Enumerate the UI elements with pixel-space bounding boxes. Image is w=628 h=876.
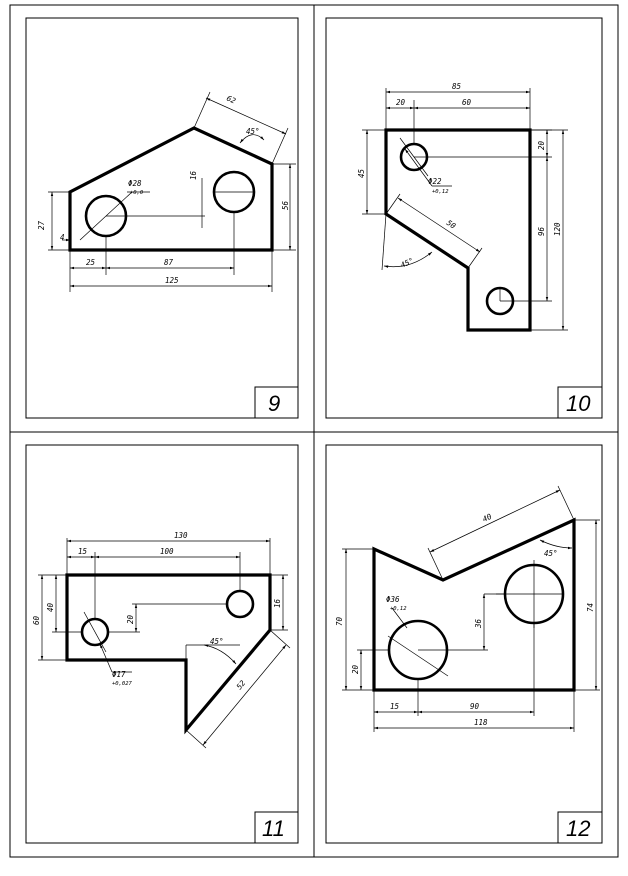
panel-11-dim-52: 52 bbox=[235, 678, 248, 691]
panel-12-number-box bbox=[557, 811, 603, 844]
panel-10-number: 10 bbox=[566, 391, 591, 416]
panel-9-part-outline bbox=[68, 126, 274, 252]
panel-11-dim-15: 15 bbox=[78, 547, 88, 556]
panel-9-dim-slant: 62 bbox=[225, 94, 237, 106]
panel-10-dim-hole-tol: +0,12 bbox=[432, 189, 449, 195]
panel-9-dim-hole-dia: Φ28 bbox=[128, 179, 142, 188]
panel-11: 11 bbox=[25, 444, 299, 844]
panel-11-frame bbox=[25, 444, 299, 844]
panel-11-dim-60: 60 bbox=[32, 615, 41, 625]
panel-11-dim-angle: 45° bbox=[210, 637, 224, 646]
panel-12-dim-angle: 45° bbox=[544, 549, 558, 558]
panel-11-dim-20: 20 bbox=[126, 614, 135, 624]
panel-10-dim-hole-dia: Φ22 bbox=[428, 177, 442, 186]
panel-11-number-box bbox=[254, 811, 299, 844]
panel-10-dim-96: 96 bbox=[537, 226, 546, 236]
panel-11-dim-40: 40 bbox=[46, 602, 55, 612]
panel-11-dim-100: 100 bbox=[160, 547, 174, 556]
panel-10-dimension-lines bbox=[362, 88, 568, 331]
panel-9-dim-angle: 45° bbox=[246, 127, 260, 136]
panel-10-part-outline bbox=[384, 128, 532, 332]
panel-11-dim-overall: 130 bbox=[174, 531, 188, 540]
panel-10-dim-60: 60 bbox=[462, 98, 472, 107]
panel-10-frame bbox=[325, 17, 603, 419]
panel-11-dim-16: 16 bbox=[273, 598, 282, 608]
panel-11-part-outline bbox=[65, 573, 272, 735]
panel-12: 12 bbox=[325, 444, 603, 844]
panel-12-dim-70: 70 bbox=[335, 616, 344, 626]
panel-10-dim-120: 120 bbox=[553, 222, 562, 236]
panel-12-dim-20: 20 bbox=[351, 664, 360, 674]
panel-9-dim-overall: 125 bbox=[165, 276, 179, 285]
panel-9-number-box bbox=[254, 386, 299, 419]
panel-9-dim-56: 56 bbox=[281, 200, 290, 210]
panel-12-dim-36: 36 bbox=[474, 618, 483, 629]
panel-10: 10 bbox=[325, 17, 603, 419]
panel-12-part-outline bbox=[372, 517, 576, 692]
panel-11-number: 11 bbox=[262, 816, 285, 841]
panel-9-dim-87: 87 bbox=[164, 258, 174, 267]
panel-11-hole-right bbox=[225, 589, 255, 619]
panel-10-dim-angle: 45° bbox=[399, 256, 415, 270]
panel-11-dimension-lines bbox=[38, 538, 291, 749]
panel-10-number-box bbox=[557, 386, 603, 419]
panel-11-dim-hole-dia: Φ17 bbox=[112, 670, 126, 679]
panel-9-dim-27: 27 bbox=[37, 220, 46, 230]
panel-12-dim-hole-dia: Φ36 bbox=[386, 595, 400, 604]
panel-12-frame bbox=[325, 444, 603, 844]
panel-11-dim-hole-tol: +0,027 bbox=[112, 681, 133, 687]
panel-10-dim-50: 50 bbox=[445, 218, 458, 231]
panel-10-dim-45: 45 bbox=[357, 168, 366, 178]
panel-12-dim-15: 15 bbox=[390, 702, 400, 711]
panel-9-dim-16: 16 bbox=[189, 170, 198, 180]
panel-12-dim-hole-tol: +0,12 bbox=[390, 606, 407, 612]
panel-9-dim-4: 4 bbox=[60, 233, 65, 242]
panel-9-frame bbox=[25, 17, 299, 419]
panel-9-dim-25: 25 bbox=[86, 258, 96, 267]
sheet-grid bbox=[9, 4, 619, 858]
panel-12-dimension-lines bbox=[342, 485, 600, 732]
panel-12-dim-overall: 118 bbox=[474, 718, 488, 727]
panel-12-dim-90: 90 bbox=[470, 702, 480, 711]
panel-10-dim-right-20: 20 bbox=[537, 140, 546, 150]
panel-10-dim-20: 20 bbox=[396, 98, 406, 107]
panel-9-number: 9 bbox=[268, 391, 280, 416]
panel-12-number: 12 bbox=[566, 816, 590, 841]
panel-12-dim-74: 74 bbox=[586, 603, 595, 612]
panel-12-dim-40: 40 bbox=[481, 512, 493, 524]
panel-9-dimension-lines bbox=[48, 91, 296, 292]
panel-10-dim-overall: 85 bbox=[452, 82, 462, 91]
panel-9-dim-hole-tol: +0,0 bbox=[130, 190, 144, 196]
panel-9: 9 62 bbox=[25, 17, 299, 419]
